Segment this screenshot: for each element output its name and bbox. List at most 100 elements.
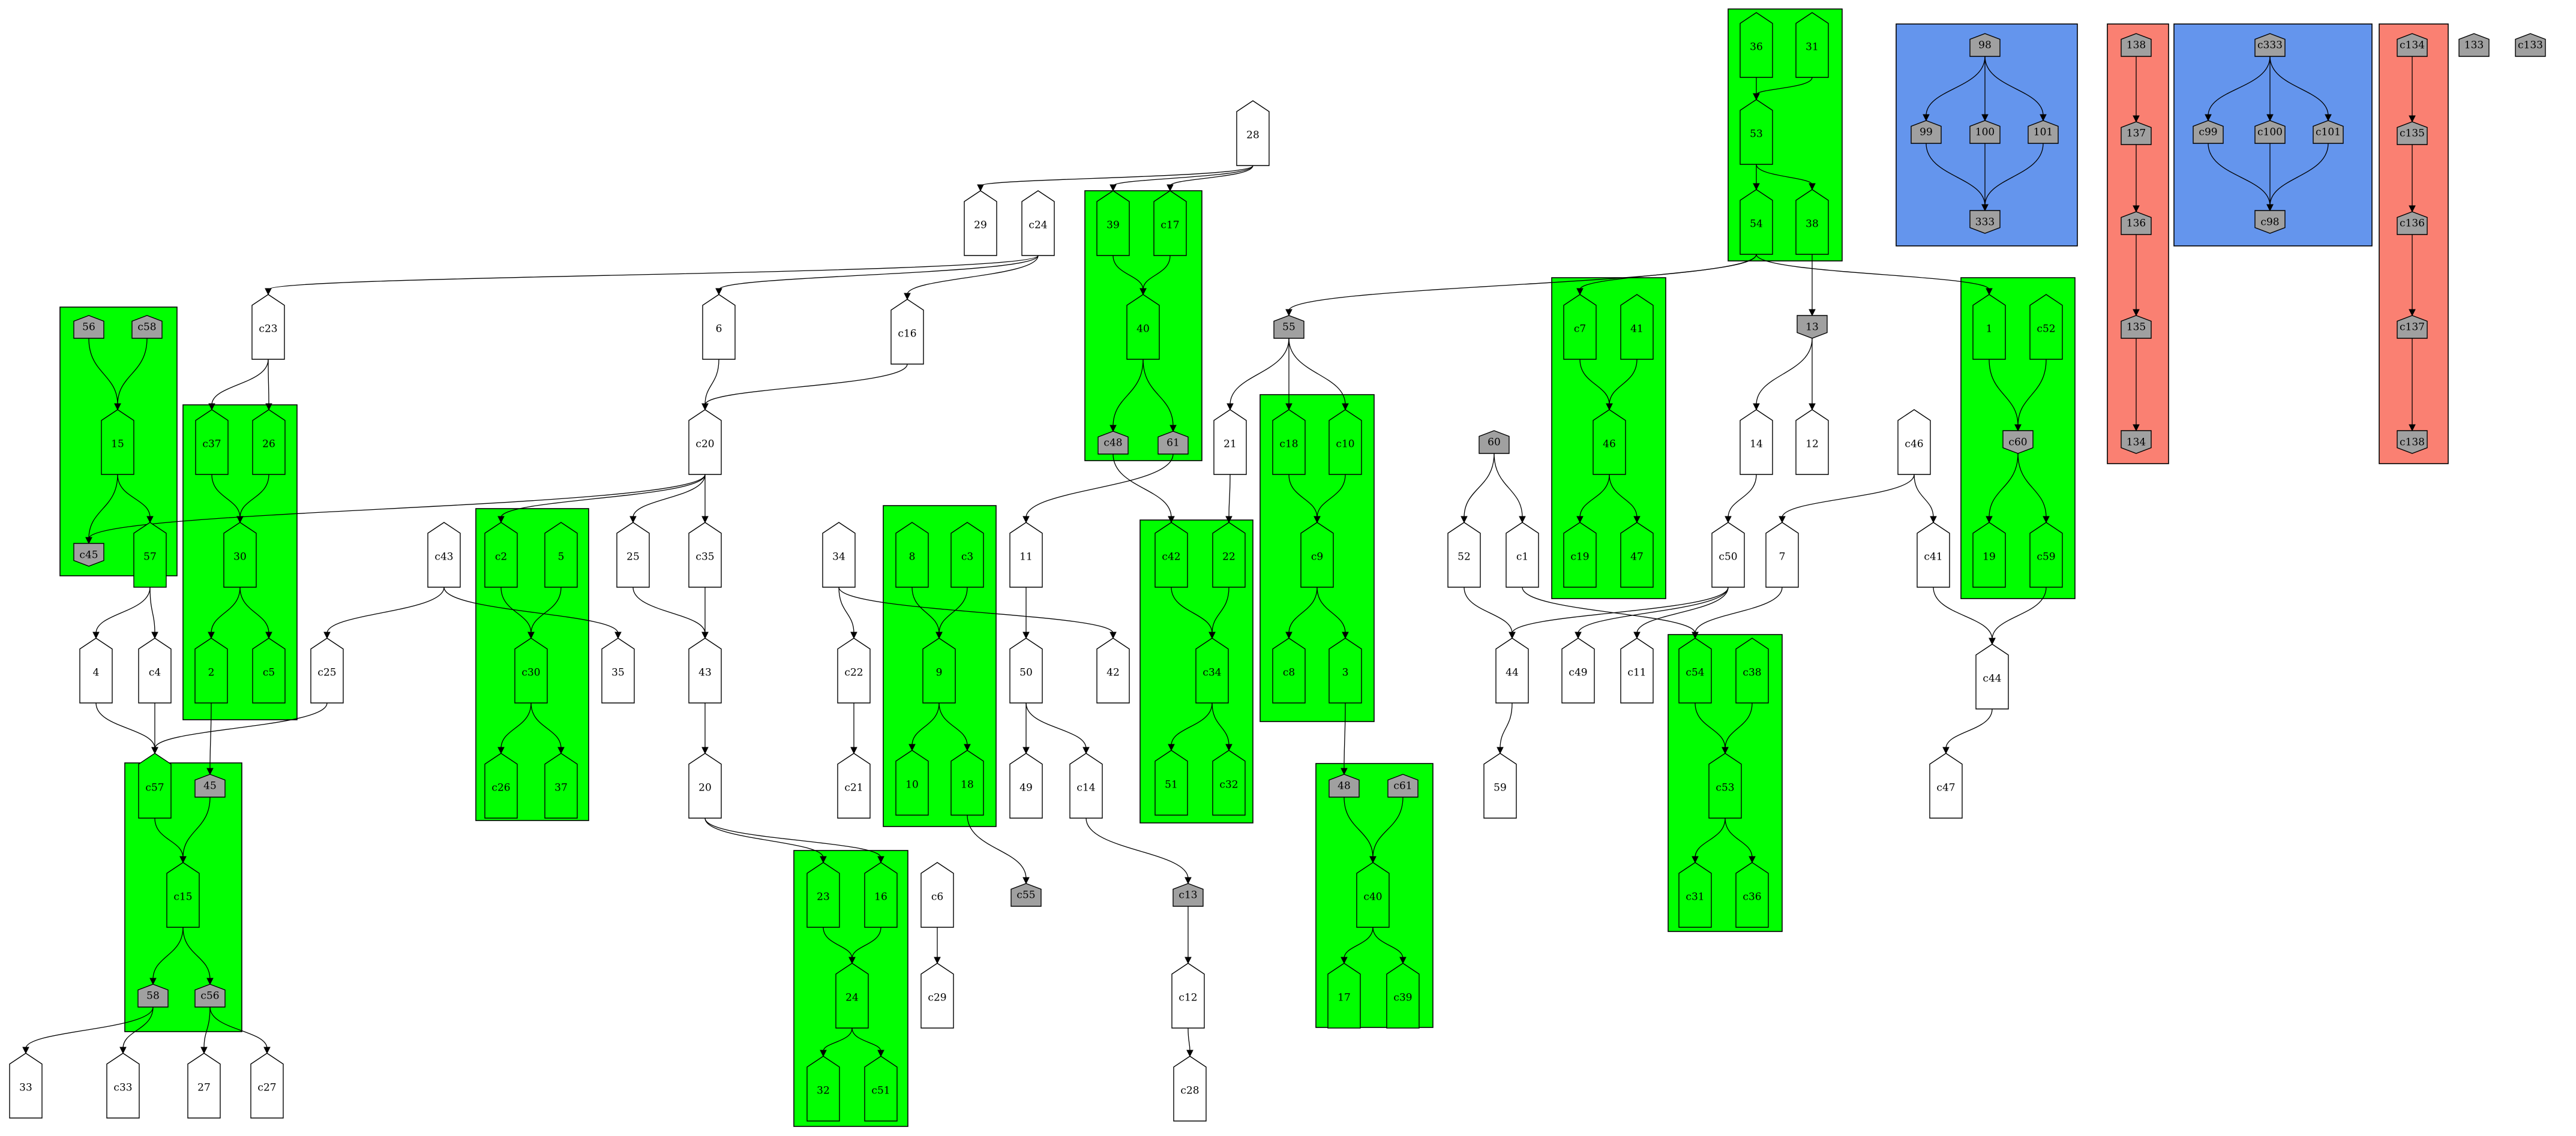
arrowhead-13-to-12 [1809,403,1816,411]
node-c134: c134 [2397,33,2428,57]
edge-c15-to-c56 [182,927,211,980]
node-shape-c99 [2193,120,2224,144]
node-c22: c22 [837,638,871,704]
arrowhead-34-to-c22 [850,632,857,639]
edge-8-to-9 [911,587,940,634]
node-label-c3: c3 [961,551,973,563]
edge-c53-to-c31 [1695,818,1726,858]
node-98: 98 [1969,33,2001,57]
edge-57-to-c4 [149,587,155,634]
arrowhead-c16-to-c20 [701,403,709,411]
node-label-3: 3 [1342,667,1349,679]
node-label-c138: c138 [2400,437,2425,449]
node-50: 50 [1009,638,1043,704]
arrowhead-c23-to-c37 [208,403,215,411]
node-shape-c137 [2397,315,2428,339]
node-32: 32 [806,1056,840,1122]
node-label-c8: c8 [1283,667,1295,679]
arrowhead-9-to-18 [964,744,971,752]
node-24: 24 [835,963,869,1029]
node-shape-51 [1154,750,1188,816]
node-shape-c23 [251,294,285,360]
arrowhead-25-to-43 [701,632,709,639]
node-label-c50: c50 [1719,551,1737,563]
node-label-48: 48 [1338,780,1351,792]
node-shape-1 [1972,294,2006,360]
arrowhead-44-to-59 [1497,747,1504,755]
edge-layer [22,56,2416,1057]
node-shape-c46 [1897,409,1931,475]
node-19: 19 [1972,522,2006,588]
node-label-23: 23 [817,891,830,903]
node-label-c15: c15 [173,891,192,903]
arrowhead-c101-to-c98 [2266,204,2274,212]
node-label-54: 54 [1750,218,1763,230]
node-label-c61: c61 [1393,780,1412,792]
node-shape-46 [1593,409,1626,475]
node-label-c45: c45 [79,549,98,561]
edge-9-to-18 [938,702,968,746]
node-label-c27: c27 [257,1082,276,1094]
edge-55-to-c10 [1288,338,1346,405]
node-shape-c28 [1173,1056,1207,1122]
node-c10: c10 [1329,409,1362,475]
arrowhead-53-to-38 [1809,183,1816,191]
node-shape-28 [1236,100,1270,166]
node-label-60: 60 [1488,437,1501,449]
node-shape-2 [194,638,228,704]
node-shape-27 [187,1053,221,1119]
node-c12: c12 [1171,963,1205,1029]
node-41: 41 [1620,294,1654,360]
node-label-c17: c17 [1160,220,1179,232]
arrowhead-98-to-99 [1923,114,1930,122]
node-shape-11 [1009,522,1043,588]
node-label-c49: c49 [1569,667,1587,679]
node-c48: c48 [1097,431,1129,455]
node-label-99: 99 [1920,127,1933,139]
node-label-98: 98 [1978,40,1992,52]
node-label-c44: c44 [1983,673,2001,685]
arrowhead-26-to-30 [236,516,244,524]
edge-c24-to-c23 [268,255,1039,290]
node-shape-c100 [2254,120,2286,144]
node-28: 28 [1236,100,1270,166]
arrowhead-c50-to-44 [1509,632,1516,639]
node-shape-c138 [2397,430,2428,454]
arrowhead-c333-to-c100 [2266,114,2274,122]
node-c40: c40 [1356,862,1390,928]
edge-39-to-40 [1112,255,1144,290]
node-16: 16 [864,862,898,928]
edge-c2-to-c30 [500,587,532,634]
node-4: 4 [79,638,113,704]
node-c35: c35 [688,522,722,588]
arrowhead-40-to-c48 [1109,425,1117,432]
node-label-c33: c33 [113,1082,132,1094]
cluster-layer [59,8,2449,1127]
node-label-57: 57 [143,551,157,563]
node-shape-137 [2121,121,2152,145]
node-label-136: 136 [2127,218,2146,230]
node-c38: c38 [1735,638,1769,704]
node-c43: c43 [427,522,461,588]
edge-54-to-55 [1288,254,1757,311]
node-46: 46 [1593,409,1626,475]
node-c31: c31 [1678,862,1712,928]
node-label-c18: c18 [1279,438,1298,450]
edge-16-to-24 [851,927,881,959]
node-shape-57 [133,522,167,588]
node-label-43: 43 [698,667,712,679]
node-52: 52 [1447,522,1481,588]
node-shape-50 [1009,638,1043,704]
node-c57: c57 [138,753,172,819]
edge-c37-to-30 [211,474,241,518]
node-label-c57: c57 [145,782,164,794]
node-shape-c53 [1708,753,1742,819]
node-shape-c21 [837,753,871,819]
arrowhead-c14-to-c13 [1184,877,1192,885]
edge-61-to-11 [1025,453,1174,518]
arrowhead-135-to-134 [2133,424,2140,432]
node-shape-45 [194,774,226,798]
node-label-c34: c34 [1202,667,1221,679]
node-shape-56 [73,315,104,339]
